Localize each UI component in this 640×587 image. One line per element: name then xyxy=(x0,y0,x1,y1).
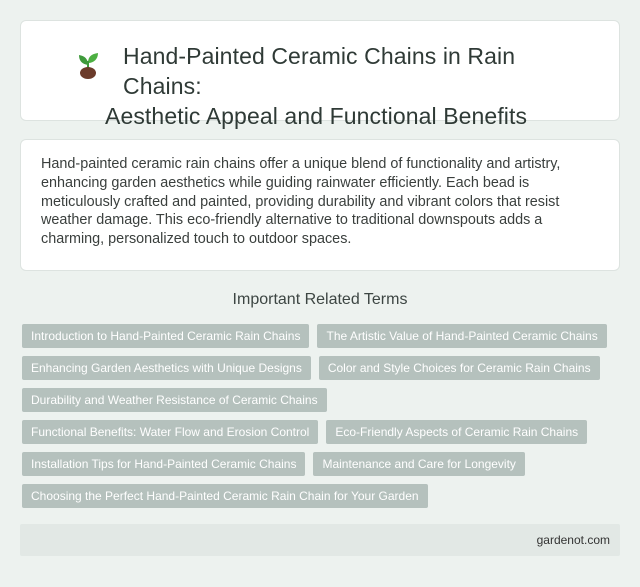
description-text: Hand-painted ceramic rain chains offer a… xyxy=(41,156,561,248)
related-terms-list: Introduction to Hand-Painted Ceramic Rai… xyxy=(22,324,622,516)
tag-garden-aesthetics[interactable]: Enhancing Garden Aesthetics with Unique … xyxy=(22,356,311,380)
tag-row: Choosing the Perfect Hand-Painted Cerami… xyxy=(22,484,622,508)
tag-row: Introduction to Hand-Painted Ceramic Rai… xyxy=(22,324,622,348)
tag-row: Installation Tips for Hand-Painted Ceram… xyxy=(22,452,622,476)
related-terms-heading: Important Related Terms xyxy=(232,291,408,308)
description-card: Hand-painted ceramic rain chains offer a… xyxy=(20,139,620,271)
tag-color-style[interactable]: Color and Style Choices for Ceramic Rain… xyxy=(318,356,600,380)
tag-row: Functional Benefits: Water Flow and Eros… xyxy=(22,420,622,444)
footer-site-link[interactable]: gardenot.com xyxy=(536,533,610,547)
tag-choosing[interactable]: Choosing the Perfect Hand-Painted Cerami… xyxy=(22,484,428,508)
tag-maintenance[interactable]: Maintenance and Care for Longevity xyxy=(313,452,525,476)
tag-introduction[interactable]: Introduction to Hand-Painted Ceramic Rai… xyxy=(22,324,310,348)
tag-artistic-value[interactable]: The Artistic Value of Hand-Painted Ceram… xyxy=(317,324,607,348)
tag-row: Durability and Weather Resistance of Cer… xyxy=(22,388,622,412)
title-line-1: Hand-Painted Ceramic Chains in Rain Chai… xyxy=(123,43,516,99)
tag-row: Enhancing Garden Aesthetics with Unique … xyxy=(22,356,622,380)
title-card: Hand-Painted Ceramic Chains in Rain Chai… xyxy=(20,20,620,129)
page-title: Hand-Painted Ceramic Chains in Rain Chai… xyxy=(105,41,599,131)
sprout-icon xyxy=(79,53,98,79)
footer: gardenot.com xyxy=(20,524,620,556)
title-line-2: Aesthetic Appeal and Functional Benefits xyxy=(105,103,528,129)
tag-functional-benefits[interactable]: Functional Benefits: Water Flow and Eros… xyxy=(22,420,319,444)
tag-durability[interactable]: Durability and Weather Resistance of Cer… xyxy=(22,388,327,412)
tag-installation-tips[interactable]: Installation Tips for Hand-Painted Ceram… xyxy=(22,452,306,476)
tag-eco-friendly[interactable]: Eco-Friendly Aspects of Ceramic Rain Cha… xyxy=(326,420,588,444)
